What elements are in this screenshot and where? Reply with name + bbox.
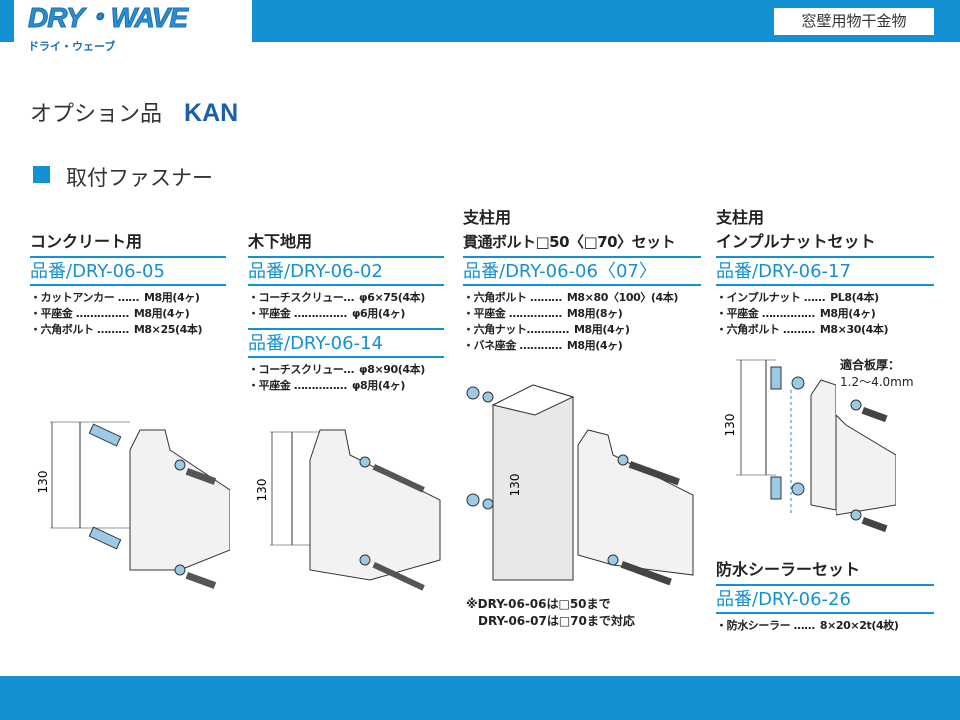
column-title: インプルナットセット — [716, 232, 876, 251]
item: ・防水シーラー ……8×20×2t(4枚) — [716, 619, 899, 632]
part-number: 品番/DRY-06-05 — [30, 256, 226, 286]
item: ・コーチスクリュー…φ8×90(4本) — [248, 363, 425, 376]
part-number: 品番/DRY-06-06〈07〉 — [463, 256, 701, 286]
item: ・コーチスクリュー…φ6×75(4本) — [248, 291, 425, 304]
model-name: KAN — [184, 99, 239, 127]
page-title: オプション品 KAN — [30, 96, 238, 128]
logo: DRY・WAVE ドライ・ウェーブ — [14, 0, 252, 58]
part-number: 品番/DRY-06-14 — [248, 328, 444, 358]
column-title: 支柱用 — [716, 208, 765, 227]
column-wood: 木下地用 品番/DRY-06-02 ・コーチスクリュー…φ6×75(4本) ・平… — [248, 230, 444, 394]
item: ・平座金 ……………M8用(4ヶ) — [716, 307, 876, 320]
item: ・平座金 ……………φ8用(4ヶ) — [248, 379, 406, 392]
column-title: コンクリート用 — [30, 232, 143, 251]
item: ・六角ボルト ………M8×80〈100〉(4本) — [463, 291, 679, 304]
item: ・カットアンカー ……M8用(4ヶ) — [30, 291, 200, 304]
title-text: オプション品 — [30, 102, 163, 127]
impulnut-bracket-diagram — [836, 399, 896, 533]
item: ・バネ座金 …………M8用(4ヶ) — [463, 339, 623, 352]
svg-text:130: 130 — [508, 474, 522, 497]
part-number: 品番/DRY-06-17 — [716, 256, 934, 286]
item: ・平座金 ……………M8用(8ヶ) — [463, 307, 623, 320]
concrete-diagram: 130 — [36, 421, 230, 589]
logo-subtext: ドライ・ウェーブ — [28, 40, 116, 53]
footer-bar — [0, 676, 960, 720]
svg-text:130: 130 — [36, 471, 50, 494]
svg-text:130: 130 — [723, 414, 737, 437]
column-title: 木下地用 — [248, 232, 313, 251]
part-number: 品番/DRY-06-02 — [248, 256, 444, 286]
post-diagram: 130 — [466, 384, 694, 586]
column-concrete: コンクリート用 品番/DRY-06-05 ・カットアンカー ……M8用(4ヶ) … — [30, 230, 226, 338]
item: ・六角ボルト ………M8×30(4本) — [716, 323, 889, 336]
column-sealer: 防水シーラーセット 品番/DRY-06-26 ・防水シーラー ……8×20×2t… — [716, 558, 934, 634]
section-marker — [33, 166, 50, 183]
part-number: 品番/DRY-06-26 — [716, 584, 934, 614]
item: ・平座金 ……………M8用(4ヶ) — [30, 307, 190, 320]
column-title: 防水シーラーセット — [716, 560, 861, 579]
column-post-through-bolt: 支柱用 貫通ボルト□50〈□70〉セット 品番/DRY-06-06〈07〉 ・六… — [463, 206, 701, 354]
thickness-label: 適合板厚：1.2〜4.0mm — [840, 358, 914, 389]
wood-diagram: 130 — [255, 429, 441, 591]
column-title: 支柱用 — [463, 208, 512, 227]
column-post-impulnut: 支柱用 インプルナットセット 品番/DRY-06-17 ・インプルナット ……P… — [716, 206, 934, 338]
item: ・インプルナット ……PL8(4本) — [716, 291, 879, 304]
item: ・六角ナット…………M8用(4ヶ) — [463, 323, 630, 336]
item: ・平座金 ……………φ6用(4ヶ) — [248, 307, 406, 320]
impulnut-diagram: 130 — [723, 359, 836, 515]
logo-text: DRY・WAVE — [28, 2, 189, 34]
item: ・六角ボルト ………M8×25(4本) — [30, 323, 203, 336]
column-title: 貫通ボルト□50〈□70〉セット — [463, 233, 676, 251]
section-heading: 取付ファスナー — [66, 166, 213, 190]
category-badge: 窓壁用物干金物 — [774, 8, 934, 35]
svg-text:130: 130 — [255, 479, 269, 502]
